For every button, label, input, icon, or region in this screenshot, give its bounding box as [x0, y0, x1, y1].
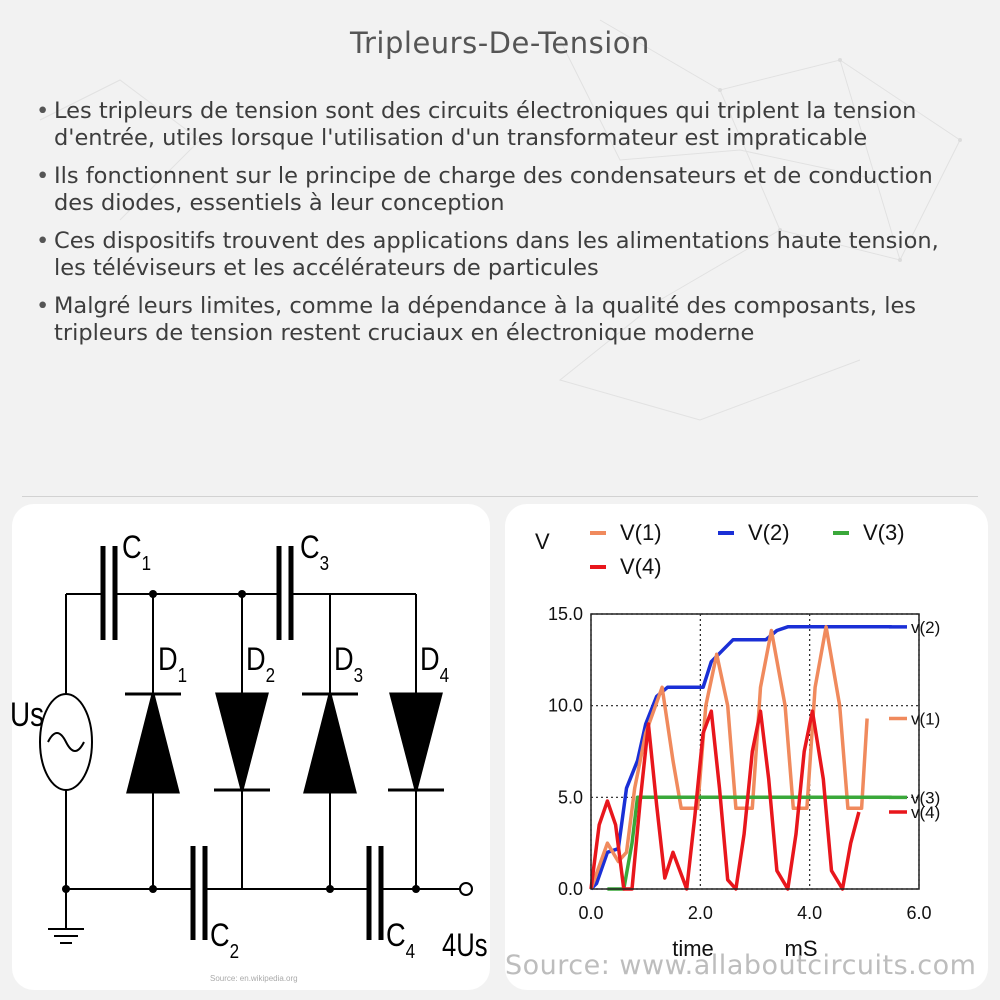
label-d2: D2 — [246, 642, 275, 686]
circuit-card: C1 C3 C2 C4 D1 D2 D3 D4 Us 4Us Source: e… — [12, 504, 490, 990]
chart-legend: V(1) V(2) V(3) V(4) — [590, 520, 905, 579]
diode-d2 — [214, 692, 270, 796]
legend-label: V(2) — [748, 520, 790, 545]
legend-label: V(4) — [620, 554, 662, 579]
capacitor-c4 — [366, 846, 384, 940]
capacitor-c2 — [190, 846, 208, 940]
section-divider — [22, 496, 978, 497]
junction-dot — [238, 590, 246, 598]
junction-dot — [326, 885, 334, 893]
plot-frame — [590, 613, 920, 890]
capacitor-c3 — [276, 546, 294, 640]
x-axis-label: time — [672, 936, 714, 961]
ac-source-icon — [39, 693, 93, 791]
ground-icon — [48, 928, 84, 944]
x-tick-label: 4.0 — [797, 903, 822, 923]
diode-d3 — [302, 692, 358, 794]
voltage-multiplier-schematic: C1 C3 C2 C4 D1 D2 D3 D4 Us 4Us — [12, 530, 488, 964]
diode-d4 — [388, 692, 444, 796]
x-tick-label: 6.0 — [906, 903, 931, 923]
bullet-list: Les tripleurs de tension sont des circui… — [30, 98, 960, 358]
chart-ticks: 0.0 2.0 4.0 6.0 0.0 5.0 10.0 15.0 — [548, 604, 932, 923]
bullet-item: Malgré leurs limites, comme la dépendanc… — [30, 293, 960, 346]
junction-dot — [149, 590, 157, 598]
junction-dot — [62, 885, 70, 893]
label-c3: C3 — [300, 530, 329, 574]
capacitor-c1 — [100, 546, 118, 640]
label-source: Us — [12, 695, 44, 733]
series-end-label: v(1) — [911, 710, 940, 729]
series-line-v4 — [589, 709, 861, 891]
chart-series-group — [589, 625, 892, 891]
y-tick-label: 0.0 — [558, 879, 583, 899]
series-end-label: v(2) — [911, 618, 940, 637]
bullet-item: Ces dispositifs trouvent des application… — [30, 228, 960, 281]
page-title: Tripleurs-De-Tension — [350, 26, 650, 60]
x-tick-label: 0.0 — [578, 903, 603, 923]
label-d3: D3 — [334, 642, 363, 686]
y-axis-label: V — [535, 529, 550, 554]
output-terminal — [459, 882, 473, 896]
y-tick-label: 10.0 — [548, 696, 583, 716]
junction-dot — [149, 885, 157, 893]
x-tick-label: 2.0 — [688, 903, 713, 923]
label-d4: D4 — [420, 642, 449, 686]
label-c2: C2 — [210, 918, 239, 962]
junction-dot — [412, 885, 420, 893]
y-tick-label: 5.0 — [558, 787, 583, 807]
circuit-credit: Source: en.wikipedia.org — [210, 974, 298, 983]
series-line-v1 — [589, 625, 869, 890]
label-d1: D1 — [158, 642, 187, 686]
label-output: 4Us — [442, 928, 488, 963]
bullet-item: Les tripleurs de tension sont des circui… — [30, 98, 960, 151]
series-end-label: v(3) — [911, 788, 940, 807]
label-c1: C1 — [122, 530, 151, 574]
series-end-label: v(4) — [911, 803, 940, 822]
y-tick-label: 15.0 — [548, 604, 583, 624]
label-c4: C4 — [386, 918, 415, 962]
diode-d1 — [125, 692, 181, 794]
series-end-labels: v(2) v(1) v(3)v(4) — [889, 618, 940, 822]
x-axis-unit: mS — [785, 936, 818, 961]
bullet-item: Ils fonctionnent sur le principe de char… — [30, 163, 960, 216]
legend-label: V(3) — [863, 520, 905, 545]
chart-credit: Source: www.allaboutcircuits.com — [505, 950, 977, 981]
legend-label: V(1) — [620, 520, 662, 545]
